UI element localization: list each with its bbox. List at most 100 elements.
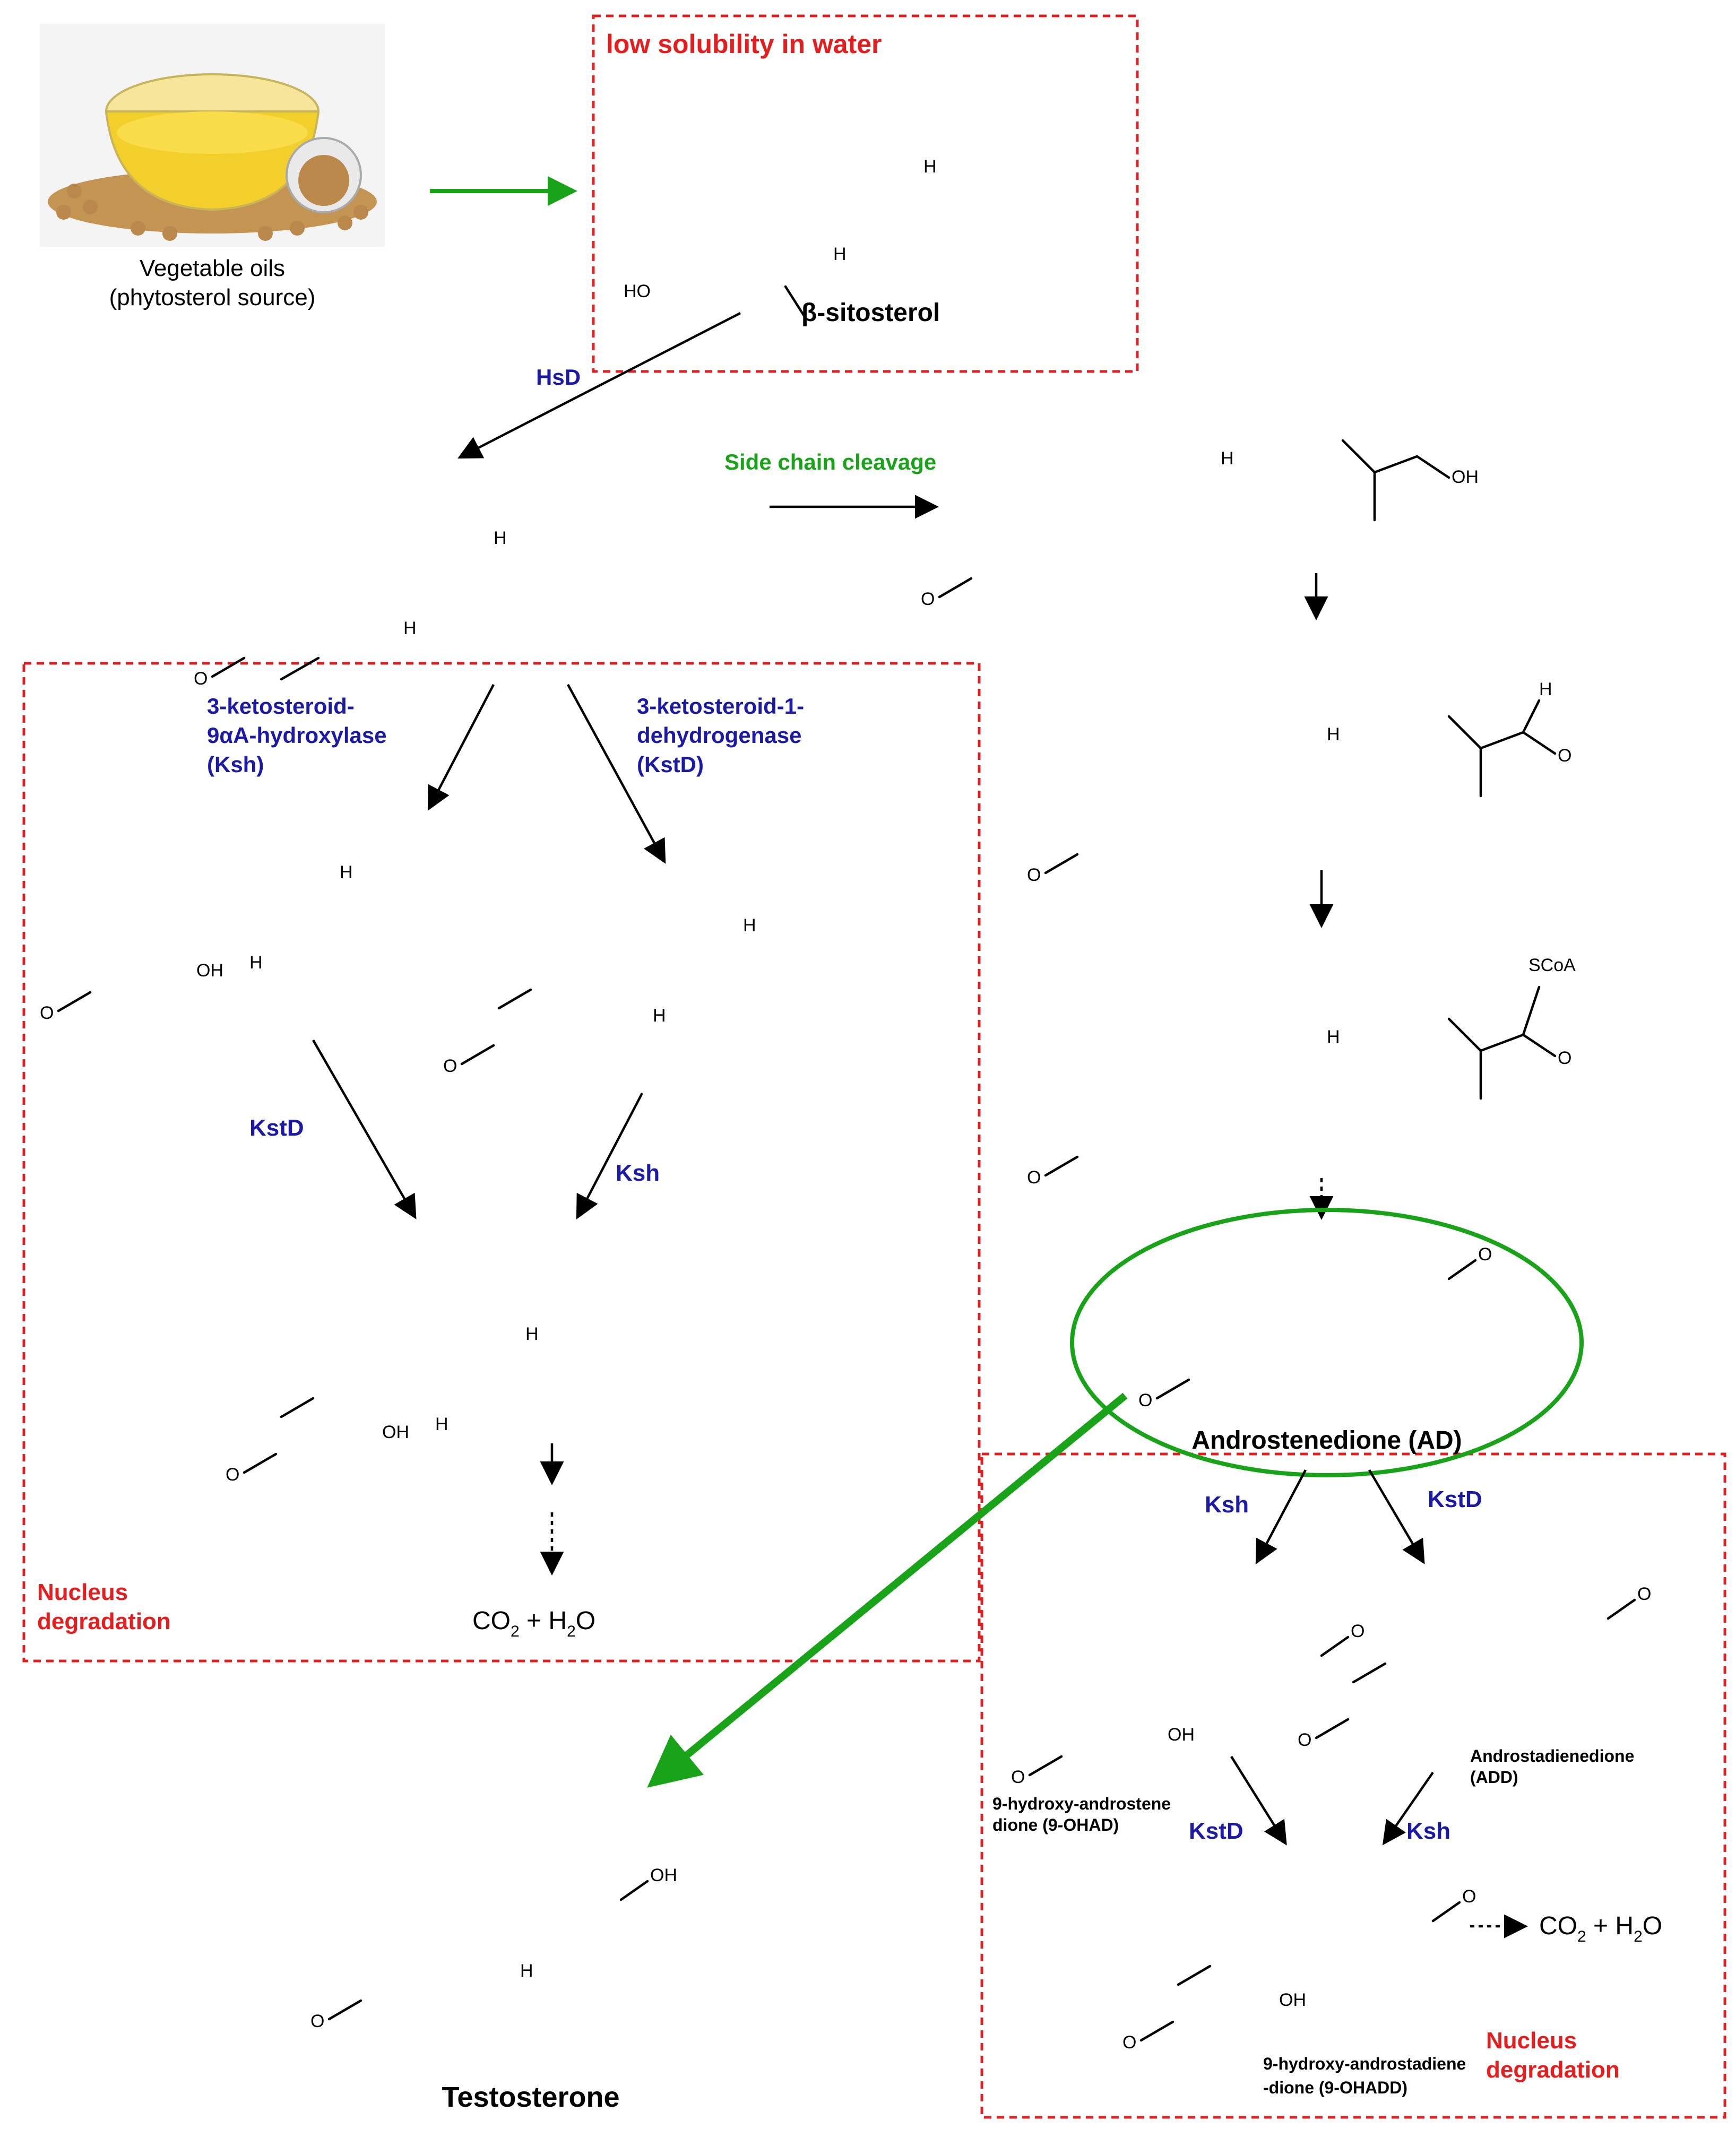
vegetable-oil-picture	[40, 24, 385, 247]
ksh-arrow-left	[427, 683, 495, 811]
kstd-arrow-right	[1368, 1469, 1425, 1564]
svg-text:OH: OH	[196, 960, 223, 981]
svg-text:O: O	[1122, 2032, 1136, 2053]
svg-text:H: H	[249, 953, 263, 973]
svg-text:O: O	[1462, 1886, 1476, 1907]
hydroxy-dehydro-structure: O OH H H	[226, 1252, 722, 1485]
stigmastenone-structure: O H H	[194, 456, 690, 689]
androstenedione-label: Androstenedione (AD)	[1191, 1426, 1462, 1455]
nucleus-degradation-right-1: Nucleus	[1486, 2028, 1577, 2054]
svg-text:O: O	[1637, 1584, 1651, 1604]
svg-text:O: O	[226, 1465, 239, 1485]
kstd-arrow-lower-left	[312, 1039, 417, 1219]
svg-text:OH: OH	[1452, 467, 1479, 487]
svg-text:H: H	[1221, 448, 1234, 469]
ohadd-label-2: -dione (9-OHADD)	[1263, 2078, 1407, 2097]
svg-text:O: O	[1558, 1048, 1571, 1068]
svg-text:OH: OH	[1279, 1990, 1306, 2010]
svg-text:OH: OH	[650, 1865, 677, 1885]
ksh-label-right: Ksh	[1205, 1492, 1249, 1518]
svg-text:O: O	[1558, 746, 1571, 766]
svg-text:SCoA: SCoA	[1528, 955, 1576, 975]
svg-text:H: H	[435, 1414, 448, 1434]
hsd-arrow	[457, 311, 741, 459]
aldehyde-structure: O O H H	[1027, 653, 1571, 885]
svg-text:O: O	[443, 1056, 457, 1076]
hsd-label: HsD	[536, 365, 581, 390]
svg-text:O: O	[1478, 1244, 1492, 1265]
kstd-label-lower-right: KstD	[1189, 1818, 1243, 1844]
ad-highlight-ellipse	[1070, 1208, 1584, 1477]
svg-text:H: H	[743, 915, 756, 936]
sitosterol-label: β-sitosterol	[801, 299, 940, 327]
co2-h2o-left: CO2 + H2O	[472, 1607, 595, 1640]
svg-text:OH: OH	[1168, 1725, 1195, 1745]
right-degradation-box	[980, 1452, 1726, 2119]
svg-text:H: H	[525, 1324, 539, 1344]
dehydro-intermediate-structure: O H H	[443, 844, 939, 1076]
kstd-label-right: KstD	[1428, 1486, 1482, 1512]
androstenedione-structure: O O	[1138, 1236, 1492, 1410]
add-label-2: (ADD)	[1470, 1768, 1518, 1787]
svg-text:H: H	[340, 862, 353, 882]
side-chain-label: Side chain cleavage	[724, 449, 936, 474]
ohad-label-2: dione (9-OHAD)	[992, 1815, 1119, 1834]
ohadd-label-1: 9-hydroxy-androstadiene	[1263, 2054, 1466, 2073]
svg-text:H: H	[1327, 724, 1340, 745]
ksh-arrow-lower-right	[1382, 1771, 1434, 1846]
kstd-arrow-left	[567, 683, 666, 864]
svg-text:O: O	[1298, 1730, 1311, 1750]
hydroxy-intermediate-structure: O OH H H	[40, 791, 536, 1023]
co2-h2o-right: CO2 + H2O	[1539, 1912, 1662, 1945]
svg-text:H: H	[923, 157, 937, 177]
ohadd-structure: O O OH	[1122, 1879, 1476, 2053]
kstd-full-3: (KstD)	[637, 752, 704, 777]
hydroxy-sidechain-structure: O OH H	[921, 377, 1479, 609]
svg-text:O: O	[1351, 1621, 1364, 1641]
svg-text:O: O	[1011, 1767, 1025, 1787]
svg-text:O: O	[1027, 1167, 1041, 1188]
svg-text:H: H	[520, 1961, 533, 1981]
nucleus-degradation-left-2: degradation	[37, 1608, 171, 1634]
svg-text:H: H	[1539, 679, 1552, 699]
svg-text:O: O	[1027, 865, 1041, 885]
ksh-arrow-lower-left	[576, 1092, 643, 1219]
kstd-full-2: dehydrogenase	[637, 723, 801, 748]
kstd-full-1: 3-ketosteroid-1-	[637, 694, 804, 719]
ksh-full-3: (Ksh)	[207, 752, 264, 777]
add-label-1: Androstadienedione	[1470, 1746, 1634, 1765]
svg-text:HO: HO	[624, 281, 651, 301]
source-caption-1: Vegetable oils	[140, 255, 285, 281]
nucleus-degradation-left-1: Nucleus	[37, 1579, 128, 1605]
svg-text:O: O	[194, 669, 208, 689]
ohad-label-1: 9-hydroxy-androstene	[992, 1794, 1171, 1813]
svg-text:H: H	[833, 244, 847, 264]
svg-text:O: O	[40, 1003, 54, 1023]
svg-text:O: O	[1138, 1390, 1152, 1410]
left-degradation-box	[22, 662, 981, 1663]
sitosterol-box	[592, 14, 1139, 373]
source-caption-2: (phytosterol source)	[109, 284, 316, 310]
solubility-note: low solubility in water	[606, 29, 882, 59]
svg-text:H: H	[494, 528, 507, 548]
ohad-structure: O O OH	[1011, 1613, 1364, 1787]
svg-text:H: H	[653, 1006, 666, 1026]
acyl-coa-structure: O O SCoA H	[1027, 955, 1576, 1188]
testosterone-label: Testosterone	[442, 2081, 619, 2113]
add-structure: O O	[1298, 1576, 1651, 1750]
svg-text:OH: OH	[382, 1422, 409, 1442]
nucleus-degradation-right-2: degradation	[1486, 2057, 1620, 2083]
ad-to-testosterone-arrow	[647, 1392, 1128, 1788]
ksh-full-2: 9αA-hydroxylase	[207, 723, 387, 748]
ksh-full-1: 3-ketosteroid-	[207, 694, 355, 719]
sitosterol-structure: HO H H	[624, 85, 1120, 317]
testosterone-structure: O OH H	[310, 1857, 677, 2031]
ksh-label-left: Ksh	[616, 1160, 660, 1186]
svg-text:H: H	[1327, 1027, 1340, 1047]
ksh-arrow-right	[1255, 1469, 1307, 1564]
ksh-label-lower-right: Ksh	[1406, 1818, 1450, 1844]
svg-text:H: H	[403, 618, 417, 638]
kstd-arrow-lower-right	[1230, 1755, 1287, 1846]
svg-text:O: O	[921, 589, 935, 609]
